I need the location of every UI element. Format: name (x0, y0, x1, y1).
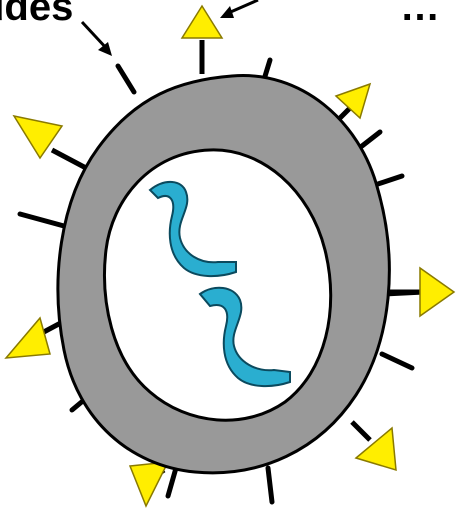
spike-icon (362, 132, 380, 146)
top-left-partial-label: …udes (0, 0, 73, 29)
spike-icon (382, 354, 412, 368)
top-right-partial-label: … (400, 0, 440, 29)
viral-core (105, 150, 331, 420)
glycoprotein-triangle-icon (352, 422, 396, 470)
glycoprotein-triangle-icon (130, 462, 168, 506)
glycoprotein-triangle-icon (386, 268, 454, 316)
spike-icon (168, 468, 176, 496)
glycoprotein-triangle-icon (14, 116, 86, 168)
glycoprotein-triangle-icon (182, 6, 222, 74)
spike-icon (268, 468, 272, 502)
pointer-arrow-icon (82, 22, 112, 56)
spike-icon (118, 66, 134, 92)
pointer-arrow-icon (220, 0, 258, 18)
spike-icon (20, 214, 64, 226)
